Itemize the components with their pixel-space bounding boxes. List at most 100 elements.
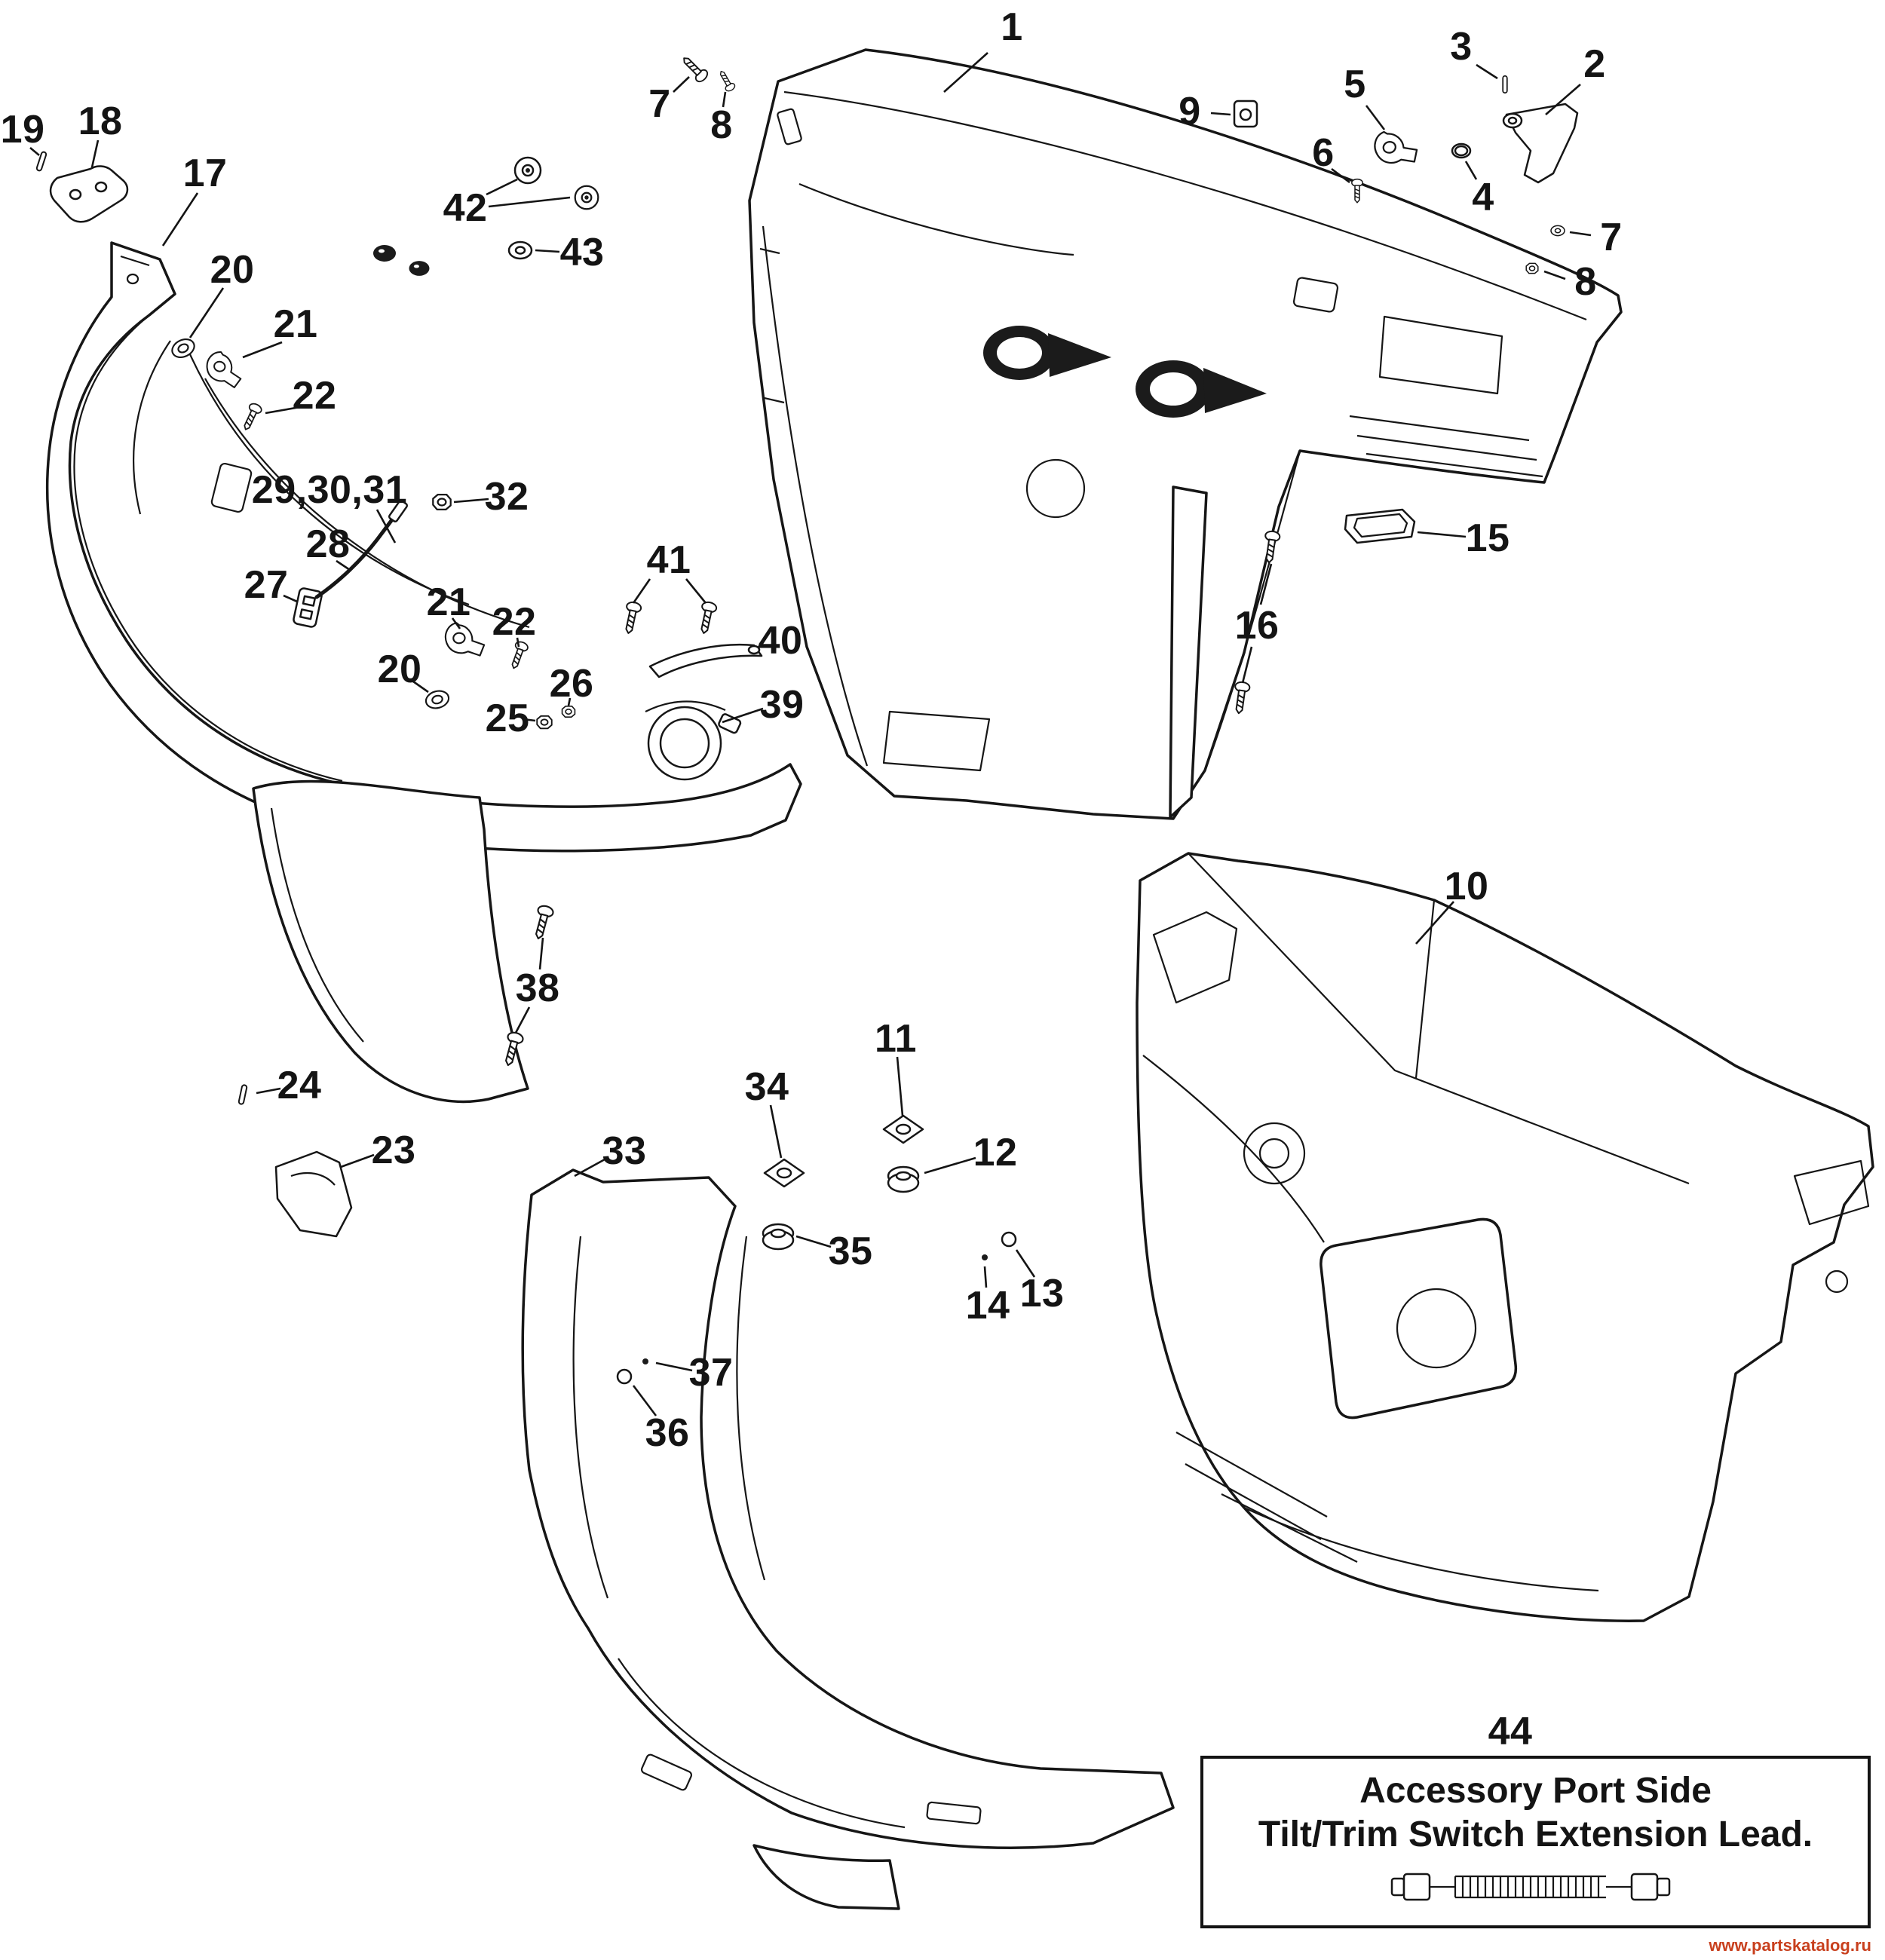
part-33-front-lower-cowl [521, 1168, 1175, 1910]
callout-26-29: 26 [549, 662, 594, 706]
note-line-2: Tilt/Trim Switch Extension Lead. [1258, 1814, 1813, 1854]
callout-23-38: 23 [371, 1129, 416, 1172]
screw-8-left [716, 68, 737, 93]
callout-14-42: 14 [965, 1284, 1010, 1328]
square-washer-34 [763, 1158, 805, 1188]
ring-13 [1001, 1231, 1017, 1248]
fastener-7-right [1550, 225, 1565, 237]
nut-26 [561, 706, 576, 718]
callout-5-3: 5 [1344, 63, 1366, 106]
callout-3-1: 3 [1450, 25, 1473, 69]
callout-41-24: 41 [646, 538, 691, 582]
callout-21-23: 21 [426, 580, 471, 624]
part-10-inner-transom-support [1136, 852, 1874, 1622]
callout-27-22: 27 [244, 563, 289, 607]
pin-24 [238, 1083, 248, 1106]
callout-32-20: 32 [484, 475, 529, 519]
callout-21-17: 21 [273, 302, 318, 346]
plug-42a [372, 243, 397, 263]
callout-24-35: 24 [277, 1064, 322, 1107]
callout-17-11: 17 [182, 152, 228, 195]
square-washer-11 [882, 1114, 924, 1144]
callout-39-32: 39 [759, 683, 805, 727]
washer-43 [507, 240, 533, 260]
callout-9-4: 9 [1179, 90, 1201, 133]
callout-15-26: 15 [1465, 516, 1510, 560]
nut-25 [536, 715, 553, 730]
callout-6-9: 6 [1312, 131, 1335, 175]
callout-20-16: 20 [210, 248, 255, 292]
callout-38-34: 38 [515, 966, 560, 1010]
callout-7-14: 7 [1600, 216, 1623, 259]
callout-7-5: 7 [648, 82, 671, 126]
leader-lines [29, 52, 1592, 1416]
callout-19-7: 19 [0, 108, 45, 152]
callout-18-8: 18 [78, 100, 123, 143]
latch-15 [1344, 508, 1416, 544]
tilt-trim-extension-lead-art [1390, 1873, 1671, 1901]
part-1-lower-cowl-starboard [748, 48, 1623, 820]
ring-36 [616, 1368, 633, 1385]
screw-41b [695, 600, 719, 635]
screw-7-left [678, 52, 711, 85]
plug-42b [408, 259, 431, 277]
callout-2-2: 2 [1583, 42, 1606, 86]
callout-20-28: 20 [377, 648, 422, 691]
lead-connector [388, 500, 409, 522]
screw-22-upper [239, 401, 264, 433]
hook-5 [1370, 124, 1421, 172]
callout-12-40: 12 [973, 1131, 1018, 1174]
switch-27 [293, 587, 323, 628]
strap-40 [648, 643, 763, 678]
dot-14 [980, 1253, 989, 1262]
pin-3 [1502, 75, 1508, 94]
hardware-items [35, 52, 1579, 1385]
callout-36-45: 36 [645, 1411, 690, 1455]
callout-13-43: 13 [1019, 1272, 1065, 1315]
screw-38a [529, 903, 556, 942]
hook-21-upper [203, 349, 246, 390]
callout-25-31: 25 [485, 697, 530, 740]
fastener-8-right [1525, 262, 1539, 274]
cover-23 [274, 1150, 353, 1238]
callout-33-39: 33 [602, 1129, 647, 1173]
plug-39 [645, 700, 742, 781]
lead-wire-28-29-30-31 [314, 513, 397, 599]
note-line-1: Accessory Port Side [1359, 1771, 1712, 1811]
callout-1-0: 1 [1001, 5, 1023, 49]
oring-4 [1451, 142, 1472, 159]
bracket-2 [1502, 103, 1579, 184]
callout-29-30-31-19: 29,30,31 [251, 468, 408, 512]
callout-16-27: 16 [1234, 604, 1280, 648]
mount-42b [574, 185, 599, 210]
callout-34-37: 34 [744, 1065, 789, 1109]
clip-9 [1233, 100, 1258, 128]
callout-42-12: 42 [443, 186, 488, 230]
callout-22-18: 22 [292, 374, 337, 418]
hook-21-lower [443, 620, 486, 660]
callout-28-21: 28 [305, 522, 351, 566]
callout-4-10: 4 [1472, 176, 1494, 219]
dot-37 [641, 1357, 650, 1366]
screw-41a [620, 600, 643, 635]
grommet-20-upper [168, 335, 198, 362]
callout-44-46: 44 [1488, 1710, 1533, 1753]
grommet-35 [762, 1223, 795, 1251]
callout-43-13: 43 [559, 231, 605, 274]
mount-42a [513, 156, 542, 185]
handle-18 [49, 165, 129, 223]
grommet-12 [887, 1165, 920, 1193]
nut-32 [432, 493, 452, 511]
callout-37-44: 37 [688, 1351, 734, 1395]
callout-10-33: 10 [1444, 865, 1489, 908]
accessory-note-box: Accessory Port Side Tilt/Trim Switch Ext… [1200, 1756, 1871, 1928]
callout-22-25: 22 [492, 600, 537, 644]
callout-8-6: 8 [710, 103, 733, 147]
callout-35-41: 35 [828, 1230, 873, 1273]
callout-40-30: 40 [758, 619, 803, 663]
watermark-text: www.partskatalog.ru [1709, 1936, 1871, 1955]
part-17-lower-cowl-port [45, 241, 802, 1104]
callout-11-36: 11 [875, 1017, 917, 1061]
